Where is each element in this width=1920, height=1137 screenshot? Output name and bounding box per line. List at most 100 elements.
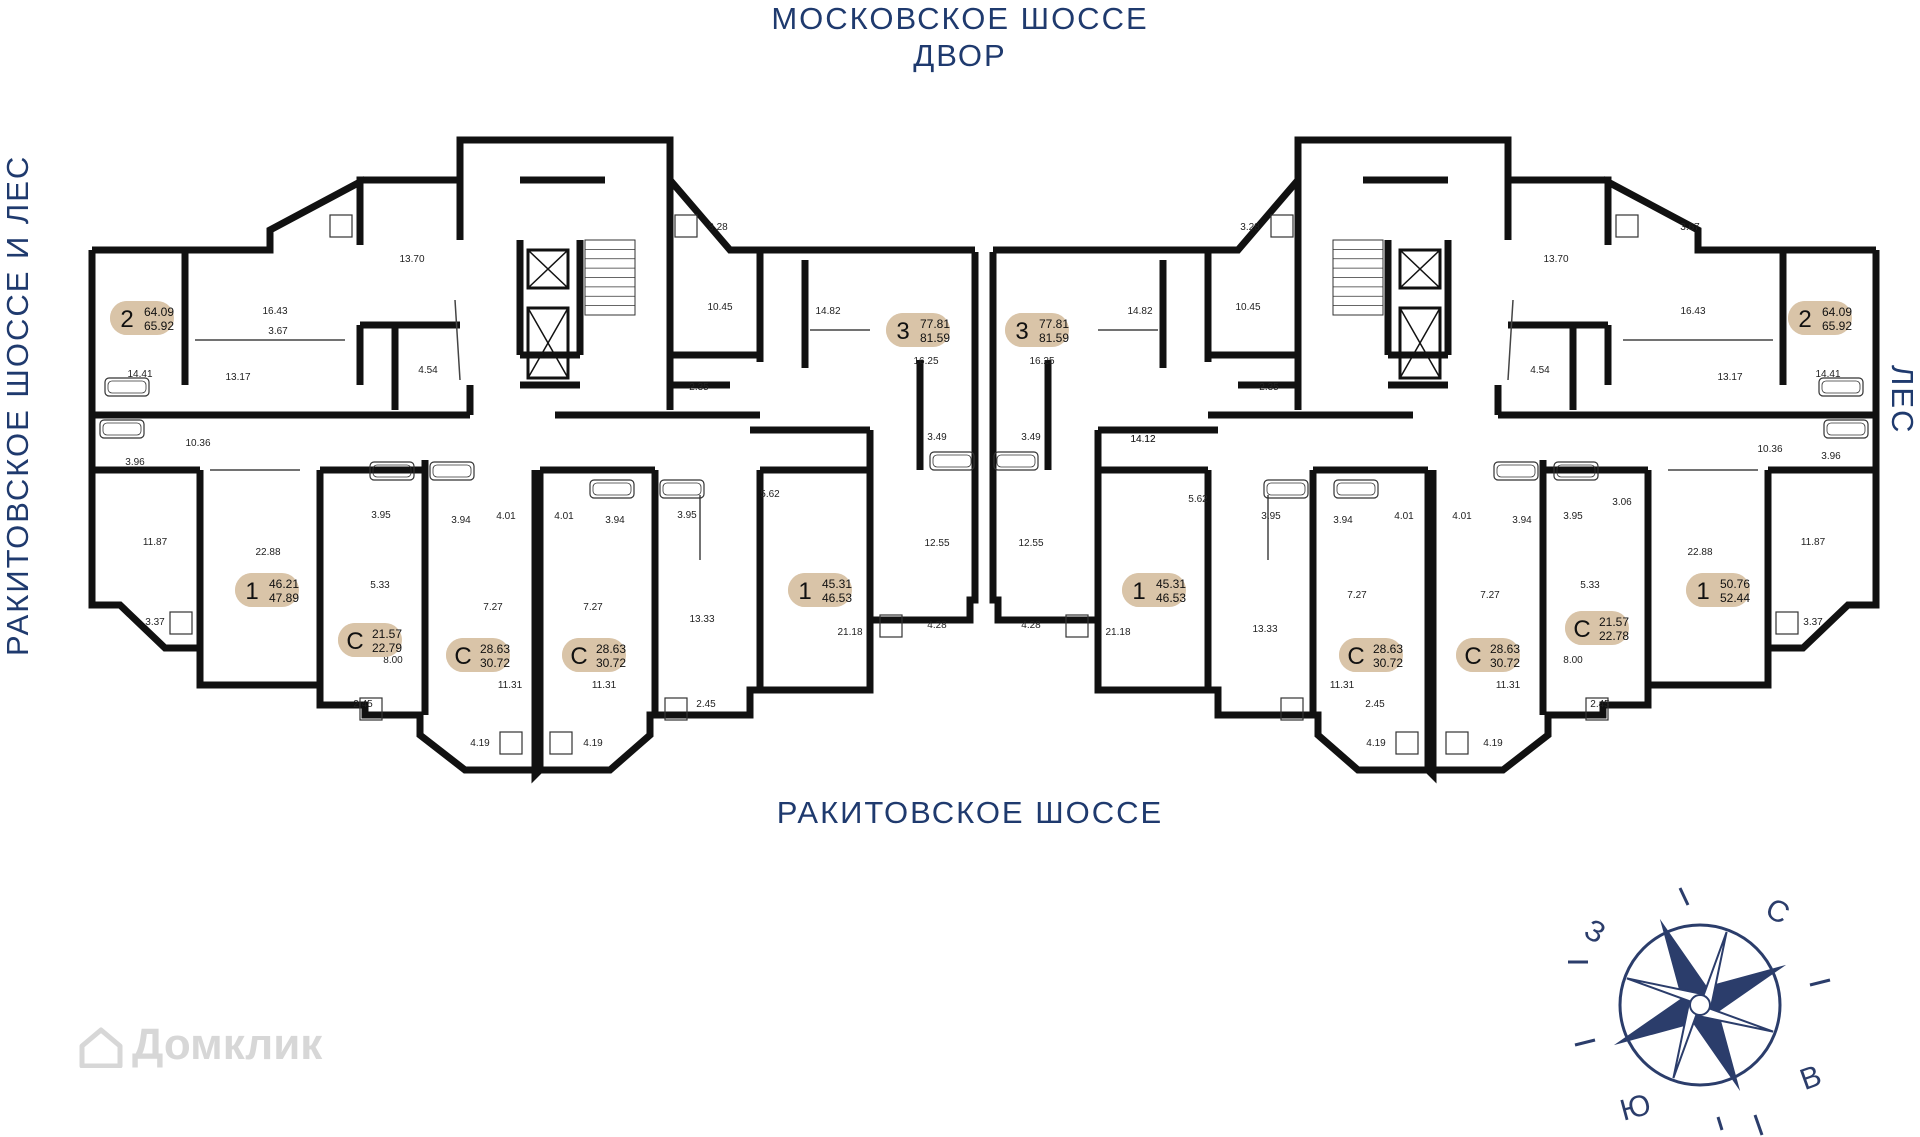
bathtub-icon <box>1823 419 1869 439</box>
wall <box>1294 136 1512 180</box>
room-area: 3.95 <box>1563 511 1583 522</box>
room-area: 13.33 <box>689 614 714 625</box>
elevator-shaft <box>526 248 570 290</box>
apartment-type: 1 <box>1132 578 1145 605</box>
watermark: Домклик <box>78 1020 322 1070</box>
elevator-icon <box>526 306 570 380</box>
room-area: 10.36 <box>185 438 210 449</box>
apartment-area-total: 77.81 <box>920 317 950 331</box>
apartment-area-total: 21.57 <box>372 627 402 641</box>
apartment-area-with-balcony: 81.59 <box>1039 331 1069 345</box>
room-area: 3.49 <box>927 432 947 443</box>
apartment-area-total: 64.09 <box>1822 305 1852 319</box>
room-area: 4.19 <box>1483 738 1503 749</box>
compass-tick <box>1716 1116 1724 1131</box>
bathtub-icon <box>1553 461 1599 481</box>
compass-label-north: С <box>1760 892 1795 931</box>
room-area: 4.01 <box>1452 511 1472 522</box>
badge-circle <box>1686 573 1720 607</box>
bathtub-outline <box>1818 377 1864 397</box>
room-area: 14.12 <box>1130 434 1155 445</box>
bathtub-outline <box>929 451 975 471</box>
bathtub-inner <box>372 464 412 478</box>
room-area: 11.31 <box>592 680 617 691</box>
room-area: 10.45 <box>1235 302 1260 313</box>
room-area: 4.54 <box>418 365 438 376</box>
room-area: 7.27 <box>583 602 603 613</box>
room-area: 3.28 <box>708 222 728 233</box>
balcony-box <box>1395 731 1419 755</box>
apartment-area-with-balcony: 65.92 <box>144 319 174 333</box>
apartment-type: 3 <box>896 318 909 345</box>
elevator-icon <box>1398 248 1442 290</box>
room-area: 4.54 <box>1530 365 1550 376</box>
bathtub-outline <box>993 451 1039 471</box>
room-area: 21.18 <box>1105 627 1130 638</box>
apartment-area-total: 28.63 <box>480 642 510 656</box>
staircase <box>584 239 636 316</box>
room-area: 14.12 <box>1130 434 1155 445</box>
elevator-icon <box>526 248 570 290</box>
bathtub-icon <box>659 479 705 499</box>
apartment-type: C <box>1464 643 1481 670</box>
room-area: 3.96 <box>1821 451 1841 462</box>
bathtub-inner <box>592 482 632 496</box>
wall <box>1204 177 1301 362</box>
compass-tick <box>1809 978 1831 987</box>
bathtub-icon <box>589 479 635 499</box>
balcony-box <box>1775 611 1799 635</box>
apartment-area-total: 45.31 <box>1156 577 1186 591</box>
room-area: 11.31 <box>498 680 523 691</box>
street-label-top: МОСКОВСКОЕ ШОССЕ ДВОР <box>710 0 1210 74</box>
bathtub-outline <box>589 479 635 499</box>
apartment-type: 2 <box>120 306 133 333</box>
room-area: 2.45 <box>1365 699 1385 710</box>
room-area: 13.17 <box>225 372 250 383</box>
bathtub-outline <box>369 461 415 481</box>
room-area: 10.36 <box>1757 444 1782 455</box>
balcony-box <box>329 214 353 238</box>
compass-label-east: В <box>1796 1059 1826 1097</box>
room-area: 12.55 <box>924 538 949 549</box>
apartment-area-with-balcony: 46.53 <box>1156 591 1186 605</box>
elevator-cross <box>527 307 569 379</box>
watermark-text: Домклик <box>132 1020 323 1069</box>
badge-circle <box>788 573 822 607</box>
room-area: 13.17 <box>1717 372 1742 383</box>
bathtub-outline <box>659 479 705 499</box>
apartment-type: C <box>346 628 363 655</box>
apartment-area-total: 45.31 <box>822 577 852 591</box>
compass-tick <box>1574 1038 1596 1047</box>
apartment-area-total: 77.81 <box>1039 317 1069 331</box>
room-area: 4.01 <box>496 511 516 522</box>
room-area: 14.41 <box>1815 369 1840 380</box>
bathtub-inner <box>1336 482 1376 496</box>
bathtub-icon <box>99 419 145 439</box>
room-area: 12.55 <box>1018 538 1043 549</box>
apartment-area-with-balcony: 30.72 <box>480 656 510 670</box>
room-area: 14.82 <box>815 306 840 317</box>
apartment-type: C <box>1347 643 1364 670</box>
street-label-bottom: РАКИТОВСКОЕ ШОССЕ <box>776 795 1164 830</box>
room-area: 8.00 <box>383 655 403 666</box>
bathtub-icon <box>104 377 150 397</box>
badge-circle <box>235 573 269 607</box>
balcony-box <box>1280 697 1304 721</box>
room-area: 2.35 <box>1259 382 1279 393</box>
apartment-area-with-balcony: 46.53 <box>822 591 852 605</box>
bathtub-inner <box>1496 464 1536 478</box>
room-area: 4.28 <box>1021 620 1041 631</box>
badge-circle <box>446 638 480 672</box>
room-area: 3.28 <box>1240 222 1260 233</box>
room-area: 4.01 <box>554 511 574 522</box>
balcony-box <box>169 611 193 635</box>
room-area: 22.88 <box>1687 547 1712 558</box>
bathtub-inner <box>1266 482 1306 496</box>
